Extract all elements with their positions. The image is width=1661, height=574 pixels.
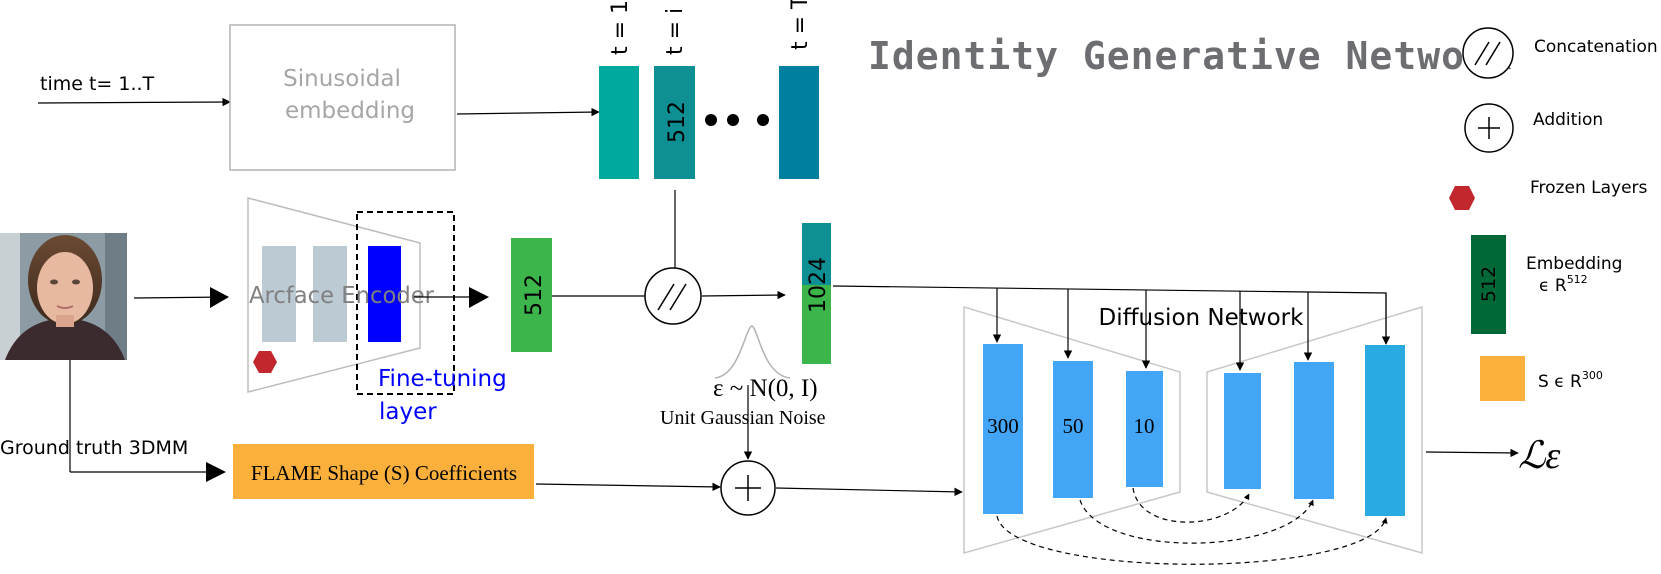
add-to-diffusion-arrow [775, 487, 963, 497]
concat-slash-2 [669, 283, 687, 311]
ellipsis-dot-3 [757, 114, 769, 126]
time-embedding-bar-1 [599, 66, 639, 179]
skip-connection-10 [1132, 487, 1250, 523]
legend-addition-label: Addition [1533, 110, 1603, 130]
identity-embedding-512 [511, 238, 552, 352]
finetune-label-line1: Fine-tuning [378, 366, 507, 392]
diffusion-dec-layer-2 [1294, 362, 1334, 499]
ellipsis-dot-2 [727, 114, 739, 126]
skip-connection-50 [1079, 499, 1314, 544]
time-embedding-bar-i [654, 66, 695, 179]
legend-embedding-line2-text: ϵ R [1539, 276, 1567, 296]
sinusoidal-embedding-box [229, 24, 456, 171]
legend-frozen-icon [1449, 186, 1475, 210]
sinusoidal-out-arrow [456, 107, 600, 117]
legend-frozen-label: Frozen Layers [1530, 178, 1648, 198]
time-label-1: t = 1 [608, 0, 633, 55]
flame-coefficients-box [233, 444, 534, 499]
diffusion-enc-layer-50 [1053, 361, 1093, 498]
loss-symbol: ℒε [1518, 435, 1560, 477]
noise-formula: ε ~ N(0, I) [713, 375, 818, 402]
concat-slash-1 [657, 283, 675, 311]
finetune-layer [368, 246, 401, 342]
face-to-encoder-arrowhead [210, 287, 229, 308]
diffusion-enc-layer-10 [1126, 371, 1163, 487]
diffusion-enc-dim-50: 50 [1063, 414, 1084, 438]
legend-concat-icon [1462, 27, 1514, 79]
legend-shape-sup: 300 [1582, 369, 1603, 382]
legend-embedding-line2: ϵ R512 [1539, 273, 1588, 296]
concat-embedding-1024-top [802, 223, 831, 285]
finetune-label-line2: layer [379, 399, 437, 425]
face-photo [0, 233, 127, 360]
arcface-encoder-label: Arcface Encoder [249, 283, 435, 309]
sinusoidal-label-line1: Sinusoidal [283, 66, 401, 92]
encoder-layer-2 [313, 246, 347, 342]
time-embedding-bar-T [779, 66, 819, 179]
legend-embedding-sup: 512 [1567, 273, 1588, 286]
concat-out-arrow [701, 290, 786, 300]
legend-concat-slash-2 [1485, 41, 1501, 66]
encoder-layer-1 [262, 246, 296, 342]
legend-concat-slash-1 [1474, 41, 1490, 66]
ellipsis-dot-1 [705, 114, 717, 126]
diffusion-enc-dim-10: 10 [1134, 414, 1155, 438]
ground-truth-label: Ground truth 3DMM [0, 437, 188, 459]
diffusion-enc-layer-300 [983, 344, 1023, 514]
time-input-label: time t= 1..T [40, 73, 155, 95]
time-arrow [37, 97, 231, 107]
diffusion-dec-layer-1 [1224, 373, 1261, 489]
diffusion-encoder-trapezoid [963, 305, 1181, 554]
concat-operator [644, 267, 702, 325]
noise-label: Unit Gaussian Noise [660, 407, 826, 429]
diffusion-out-arrow [1425, 448, 1519, 458]
time-label-T: t = T [788, 0, 813, 50]
legend-embedding-dim: 512 [1478, 266, 1500, 302]
legend-shape-icon [1480, 356, 1525, 401]
diffusion-network-title: Diffusion Network [1099, 305, 1305, 331]
legend-shape-text: S ϵ R [1538, 372, 1582, 392]
concat-embedding-dim: 1024 [806, 257, 831, 313]
legend-embedding-icon [1471, 235, 1506, 334]
arcface-encoder-trapezoid [247, 197, 421, 393]
frozen-layer-marker [253, 351, 277, 373]
gaussian-curve [714, 325, 791, 379]
diagram-title: Identity Generative Network [868, 34, 1513, 78]
identity-embedding-dim: 512 [522, 274, 547, 316]
diffusion-enc-dim-300: 300 [987, 414, 1019, 438]
time-label-i: t = i [663, 8, 688, 55]
time-embedding-dim: 512 [665, 101, 690, 143]
flame-coefficients-label: FLAME Shape (S) Coefficients [251, 461, 517, 485]
sinusoidal-label-line2: embedding [285, 98, 415, 124]
diffusion-decoder-trapezoid [1206, 305, 1423, 554]
flame-to-add-arrow [535, 482, 721, 492]
encoder-out-arrowhead [469, 287, 489, 308]
legend-embedding-line1: Embedding [1526, 254, 1622, 274]
legend-concat-label: Concatenation [1534, 37, 1658, 57]
legend-shape-label: S ϵ R300 [1538, 369, 1603, 392]
ground-truth-arrowhead [206, 462, 226, 482]
diffusion-dec-layer-3 [1365, 345, 1405, 516]
skip-connection-300 [996, 515, 1388, 565]
